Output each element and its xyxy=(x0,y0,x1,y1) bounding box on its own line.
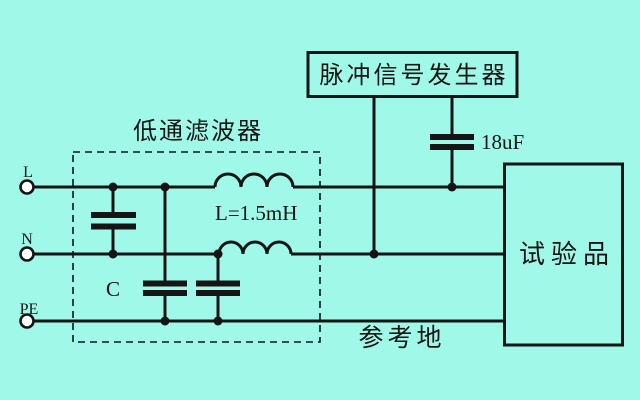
pulse-generator-label: 脉冲信号发生器 xyxy=(320,62,509,89)
terminal-L xyxy=(19,179,35,195)
junction-dot xyxy=(369,249,379,259)
junction-dot xyxy=(108,249,118,259)
inductor-N-line xyxy=(217,240,293,255)
junction-dot xyxy=(213,316,223,326)
terminal-N-label: N xyxy=(21,231,33,248)
pulse-generator-box xyxy=(306,51,519,98)
low-pass-filter-title: 低通滤波器 xyxy=(133,118,263,145)
terminal-PE xyxy=(19,313,35,329)
junction-dot xyxy=(108,182,118,192)
junction-dot xyxy=(160,182,170,192)
coupling-capacitor-value-label: 18uF xyxy=(481,130,524,154)
inductor-L-line xyxy=(213,172,295,188)
test-item-box xyxy=(503,162,624,347)
terminal-L-label: L xyxy=(23,164,33,181)
junction-dot xyxy=(160,316,170,326)
junction-dot xyxy=(213,249,223,259)
terminal-N xyxy=(19,246,35,262)
test-item-label: 试验品 xyxy=(519,240,615,269)
reference-ground-label: 参考地 xyxy=(358,324,445,352)
junction-dot xyxy=(447,182,457,192)
filter-capacitor-label: C xyxy=(106,277,120,301)
inductance-value-label: L=1.5mH xyxy=(215,201,297,225)
low-pass-filter-dashed-box xyxy=(72,151,321,343)
terminal-PE-label: PE xyxy=(20,301,39,318)
